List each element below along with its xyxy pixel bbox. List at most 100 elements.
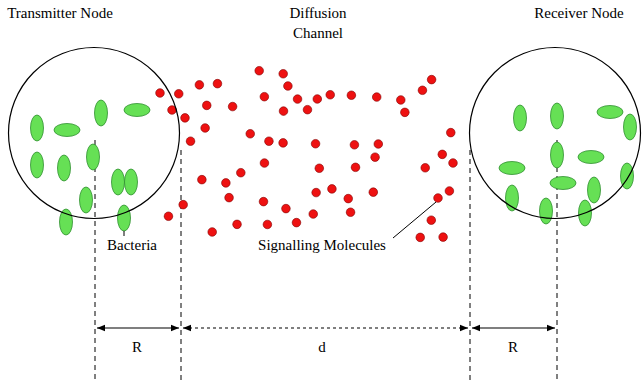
signalling-molecule (213, 79, 222, 88)
signalling-molecule (427, 75, 436, 84)
signalling-molecule (222, 179, 231, 188)
signalling-molecule (292, 218, 301, 227)
signalling-molecule (372, 93, 381, 102)
bacterium (124, 104, 150, 117)
signalling-molecule (174, 89, 183, 98)
bacterium (87, 144, 100, 170)
bacterium (118, 205, 131, 231)
signalling-molecule (347, 91, 356, 100)
callout-label: Bacteria (107, 236, 157, 256)
leader-lines (124, 202, 436, 238)
signalling-molecule (181, 114, 190, 123)
signalling-molecule (202, 101, 211, 110)
node-circle: Transmitter Node (8, 47, 180, 219)
node-outline (9, 48, 180, 219)
bacterium (54, 124, 80, 137)
signalling-molecule (427, 216, 436, 225)
signalling-molecule (263, 220, 272, 229)
signalling-molecule (309, 210, 318, 219)
dimension-label: d (318, 338, 326, 358)
bacterium (551, 142, 564, 168)
dimension-label: R (508, 338, 518, 358)
signalling-molecule (179, 200, 188, 209)
signalling-molecule (326, 90, 335, 99)
bacterium (125, 169, 138, 195)
bacterium (514, 105, 527, 131)
signalling-molecule (344, 194, 353, 203)
bacterium (578, 151, 604, 164)
signalling-molecule (186, 137, 195, 146)
signalling-molecule (255, 66, 264, 75)
bacterium (60, 209, 73, 235)
dimension-guides (95, 140, 557, 382)
node-heading: Receiver Node (534, 4, 624, 24)
signalling-molecule (279, 107, 288, 116)
signalling-molecule (156, 89, 165, 98)
signalling-molecule (313, 95, 322, 104)
node-heading: Transmitter Node (7, 4, 113, 24)
signalling-molecule (439, 233, 448, 242)
bacterium (588, 177, 601, 203)
bacterium (597, 106, 623, 119)
bacterium (624, 114, 637, 140)
signalling-molecule (328, 185, 337, 194)
bacterium (112, 169, 125, 195)
signalling-molecule (369, 188, 378, 197)
signalling-molecule (282, 204, 291, 213)
signalling-molecule (198, 175, 207, 184)
signalling-molecule (315, 164, 324, 173)
circle-outline (8, 47, 180, 219)
signalling-molecule (416, 233, 425, 242)
signalling-molecule (233, 220, 242, 229)
signalling-molecule (350, 141, 359, 150)
signalling-molecule (259, 197, 268, 206)
circle-outline (469, 47, 641, 219)
dimension-label: R (132, 338, 142, 358)
signalling-molecule (312, 188, 321, 197)
bacterium (58, 155, 71, 181)
signalling-molecule (293, 95, 302, 104)
signalling-molecule (164, 212, 173, 221)
signalling-molecule (311, 139, 320, 148)
bacterium (95, 100, 108, 126)
signalling-molecule (228, 102, 237, 111)
signalling-molecule (401, 108, 410, 117)
bacterium (31, 152, 44, 178)
signalling-molecule (303, 105, 312, 114)
node-circle: Receiver Node (469, 47, 641, 219)
signalling-molecule (396, 96, 405, 105)
signalling-molecule (260, 92, 269, 101)
signalling-molecule (279, 139, 288, 148)
region-label: Diffusion Channel (273, 4, 363, 43)
signalling-molecules (156, 66, 458, 241)
signalling-molecule (438, 150, 447, 159)
bacterium (550, 177, 576, 190)
signalling-molecule (284, 82, 293, 91)
signalling-molecule (371, 153, 380, 162)
bacterium (540, 198, 553, 224)
signalling-molecule (208, 228, 217, 237)
signalling-molecule (279, 69, 288, 78)
signalling-molecule (195, 81, 204, 90)
bacterium (31, 115, 44, 141)
signalling-molecule (346, 208, 355, 217)
bacteria (31, 100, 637, 235)
signalling-molecule (351, 163, 360, 172)
signalling-molecule (446, 128, 455, 137)
bacterium (80, 187, 93, 213)
bacterium (551, 103, 564, 129)
signalling-molecule (434, 194, 443, 203)
node-outline (470, 48, 641, 219)
signalling-molecule (374, 140, 383, 149)
signalling-molecule (418, 86, 427, 95)
dimension-arrows (97, 327, 555, 328)
signalling-molecule (225, 193, 234, 202)
signalling-molecule (449, 159, 458, 168)
callout-label: Signalling Molecules (258, 236, 386, 256)
signalling-molecule (445, 187, 454, 196)
bacterium (499, 162, 525, 175)
signalling-molecule (265, 137, 274, 146)
signalling-molecule (201, 124, 210, 133)
signalling-molecule (237, 168, 246, 177)
